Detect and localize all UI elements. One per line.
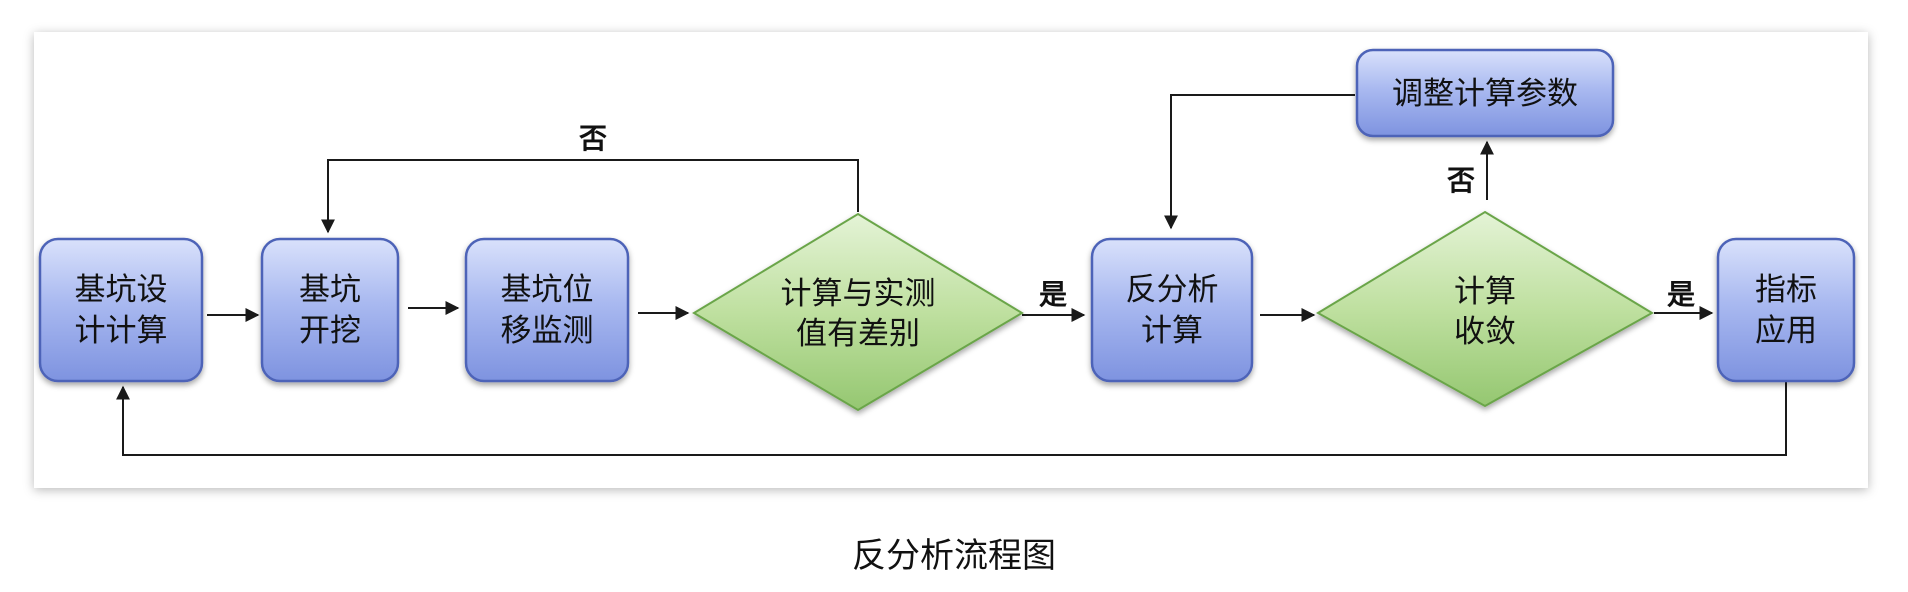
node-back-analysis-line2: 计算 [1141, 313, 1203, 349]
arrow-apply-feedback-to-design [116, 382, 1787, 456]
arrow-adjust-to-back-analysis [1164, 94, 1355, 230]
connectors [116, 94, 1787, 456]
node-excavation: 基坑 开挖 [260, 237, 400, 383]
edge-label-no-adjust: 否 [1447, 164, 1475, 197]
decision-diff-check-line1: 计算与实测 [781, 276, 936, 312]
decision-diff-check-line2: 值有差别 [796, 316, 920, 352]
node-back-analysis: 反分析 计算 [1090, 237, 1254, 383]
node-back-analysis-line1: 反分析 [1126, 272, 1219, 308]
edge-label-yes-back-analysis: 是 [1039, 278, 1067, 311]
node-design-calc-line1: 基坑设 [75, 272, 168, 308]
edge-label-no-top: 否 [579, 122, 607, 155]
node-apply: 指标 应用 [1716, 237, 1856, 383]
node-design-calc: 基坑设 计计算 [38, 237, 204, 383]
node-design-calc-line2: 计计算 [75, 313, 168, 349]
node-monitoring-line1: 基坑位 [501, 272, 594, 308]
node-excavation-line2: 开挖 [299, 313, 361, 349]
decision-convergence: 计算 收敛 [1316, 210, 1654, 408]
decision-diff-check: 计算与实测 值有差别 [692, 212, 1024, 412]
node-monitoring-line2: 移监测 [501, 313, 594, 349]
node-excavation-line1: 基坑 [299, 272, 361, 308]
node-adjust-params-label: 调整计算参数 [1392, 76, 1578, 112]
node-monitoring: 基坑位 移监测 [464, 237, 630, 383]
decision-convergence-line2: 收敛 [1454, 314, 1516, 350]
arrow-diff-no-loop [321, 159, 859, 234]
figure-caption: 反分析流程图 [852, 536, 1056, 576]
node-apply-line1: 指标 [1755, 272, 1817, 308]
node-adjust-params: 调整计算参数 [1355, 48, 1615, 138]
decision-convergence-line1: 计算 [1454, 274, 1516, 310]
node-apply-line2: 应用 [1755, 313, 1817, 349]
edge-label-yes-apply: 是 [1667, 278, 1695, 311]
